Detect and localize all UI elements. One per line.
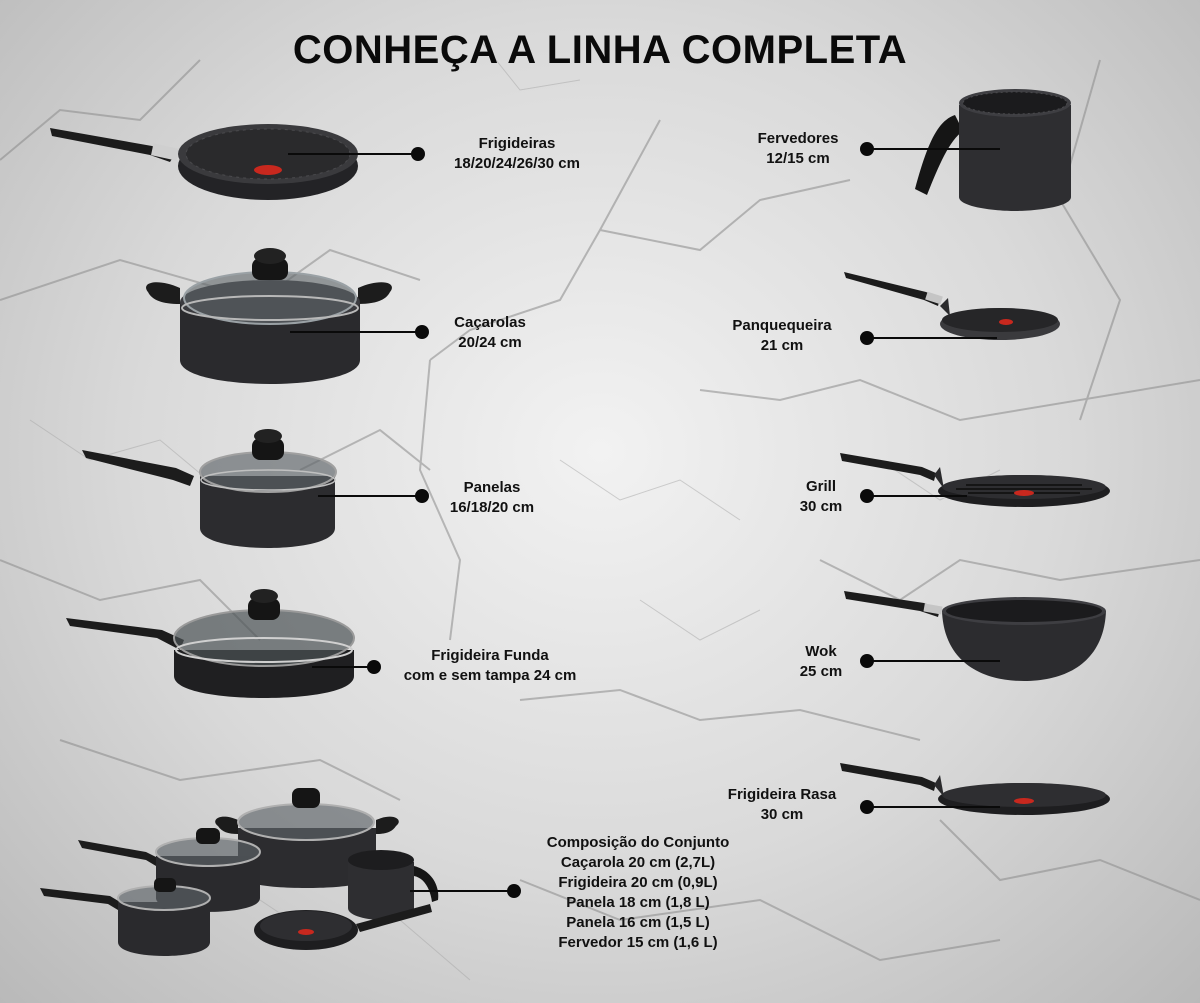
label-sizes: 21 cm	[760, 337, 804, 354]
leader-line	[867, 148, 1000, 150]
label-frigideiras: Frigideiras 18/20/24/26/30 cm	[427, 134, 607, 174]
label-name: Frigideira Funda	[431, 647, 549, 664]
callout-dot	[507, 884, 521, 898]
flat-frying-pan-icon	[840, 763, 1110, 815]
leader-line	[312, 666, 374, 668]
leader-line	[867, 806, 1000, 808]
grill-pan-icon	[840, 453, 1110, 507]
label-name: Fervedores	[757, 130, 839, 147]
label-frigideira-rasa: Frigideira Rasa 30 cm	[712, 785, 852, 825]
label-name: Panquequeira	[732, 317, 832, 334]
label-composicao: Composição do Conjunto Caçarola 20 cm (2…	[520, 833, 756, 953]
label-name: Frigideiras	[478, 135, 556, 152]
label-frigideira-funda: Frigideira Funda com e sem tampa 24 cm	[384, 646, 596, 686]
wok-icon	[844, 591, 1106, 681]
label-wok: Wok 25 cm	[786, 642, 856, 682]
leader-line	[867, 660, 1000, 662]
callout-dot	[367, 660, 381, 674]
callout-dot	[411, 147, 425, 161]
label-sizes: 25 cm	[799, 663, 843, 680]
leader-line	[867, 495, 967, 497]
composicao-line: Panela 16 cm (1,5 L)	[566, 914, 710, 931]
leader-line	[867, 337, 997, 339]
cookware-set-icon	[40, 788, 439, 956]
label-fervedores: Fervedores 12/15 cm	[740, 129, 856, 169]
callout-dot	[415, 489, 429, 503]
label-panquequeira: Panquequeira 21 cm	[716, 316, 848, 356]
composicao-line: Panela 18 cm (1,8 L)	[566, 894, 710, 911]
composicao-heading: Composição do Conjunto	[546, 834, 730, 851]
label-sizes: 18/20/24/26/30 cm	[454, 155, 580, 172]
label-name: Frigideira Rasa	[727, 786, 837, 803]
page-title: CONHEÇA A LINHA COMPLETA	[292, 28, 908, 72]
composicao-line: Frigideira 20 cm (0,9L)	[558, 874, 718, 891]
deep-frying-pan-icon	[66, 589, 355, 698]
label-sizes: 30 cm	[760, 806, 804, 823]
composicao-line: Caçarola 20 cm (2,7L)	[560, 854, 716, 871]
leader-line	[410, 890, 514, 892]
frying-pan-icon	[50, 124, 358, 200]
label-sizes: 16/18/20 cm	[449, 499, 535, 516]
label-name: Panelas	[463, 479, 521, 496]
pancake-pan-icon	[844, 272, 1060, 340]
label-name: Wok	[805, 643, 837, 660]
leader-line	[290, 331, 422, 333]
label-cacarolas: Caçarolas 20/24 cm	[430, 313, 550, 353]
label-sizes: 12/15 cm	[766, 150, 830, 167]
leader-line	[288, 153, 418, 155]
label-panelas: Panelas 16/18/20 cm	[427, 478, 557, 518]
label-grill: Grill 30 cm	[786, 477, 856, 517]
label-sizes: 20/24 cm	[458, 334, 522, 351]
label-name: Grill	[805, 478, 836, 495]
milk-boiler-icon	[915, 89, 1071, 211]
label-sizes: 30 cm	[799, 498, 843, 515]
label-name: Caçarolas	[454, 314, 526, 331]
callout-dot	[415, 325, 429, 339]
casserole-icon	[146, 248, 392, 384]
saucepan-icon	[82, 429, 337, 548]
label-sizes: com e sem tampa 24 cm	[403, 667, 577, 684]
leader-line	[318, 495, 422, 497]
composicao-line: Fervedor 15 cm (1,6 L)	[558, 934, 718, 951]
